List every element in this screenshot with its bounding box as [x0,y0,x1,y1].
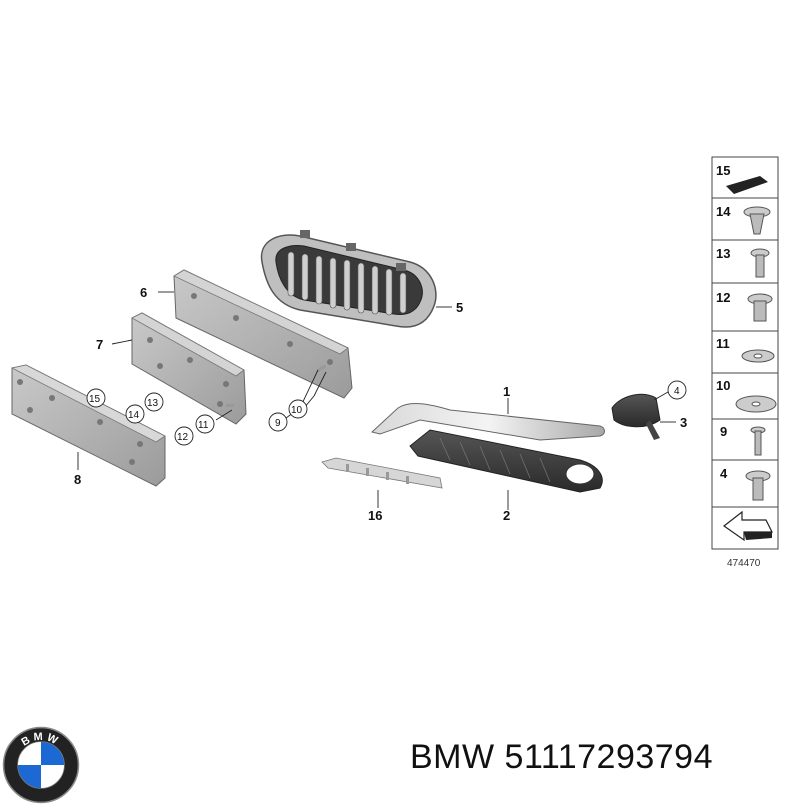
part-8-plate-base [10,364,166,487]
part-number-caption: BMW 51117293794 [410,738,713,776]
large-washer-icon [735,395,777,413]
legend-item-13: 13 [716,246,730,261]
part-3-cover [611,393,661,440]
callout-10: 10 [291,405,303,416]
callout-7: 7 [96,337,103,352]
legend-item-4: 4 [720,466,728,481]
legend-item-14: 14 [716,204,731,219]
part-16-small-trim [321,457,443,489]
callout-13: 13 [147,398,159,409]
callout-12: 12 [177,432,189,443]
callout-14: 14 [128,410,140,421]
legend-item-12: 12 [716,290,730,305]
logo-letters: BMW [20,731,60,749]
legend-item-10: 10 [716,378,730,393]
callout-6: 6 [140,285,147,300]
legend-item-11: 11 [716,336,730,351]
part-6-plate-upper [173,269,353,399]
bolt-icon [750,426,766,456]
legend-panel: 15 14 13 12 11 10 9 4 [711,156,779,550]
callouts: 6 7 8 5 1 3 2 16 [74,285,687,523]
flange-screw-icon [745,470,771,501]
callout-11: 11 [198,420,209,431]
bmw-roundel-icon: BMW [2,726,80,804]
legend-item-9: 9 [720,424,727,439]
part-1-trim-strip [370,403,605,441]
legend-item-15: 15 [716,163,730,178]
callout-9: 9 [275,418,281,429]
svg-text:BMW: BMW [20,731,63,749]
callout-1: 1 [503,384,510,399]
callout-15: 15 [89,394,101,405]
circled-callouts [86,380,687,446]
callout-5: 5 [456,300,463,315]
callout-8: 8 [74,472,81,487]
clip-nut-icon [743,206,771,235]
washer-screw-icon [747,293,773,322]
part-9-10-screws [226,364,327,407]
callout-4: 4 [674,386,680,397]
pad-icon [726,176,768,194]
callout-3: 3 [680,415,687,430]
part-2-lower-grille [409,429,603,493]
part-5-kidney-grille [260,230,437,328]
callout-2: 2 [503,508,510,523]
circled-callout-labels: 15 14 13 12 11 9 10 4 [89,386,680,443]
direction-arrow-icon [722,510,773,542]
washer-icon [741,349,775,363]
screw-icon [750,248,770,278]
diagram-ref-code: 474470 [727,558,761,569]
callout-16: 16 [368,508,382,523]
part-7-plate-bracket [131,312,247,425]
